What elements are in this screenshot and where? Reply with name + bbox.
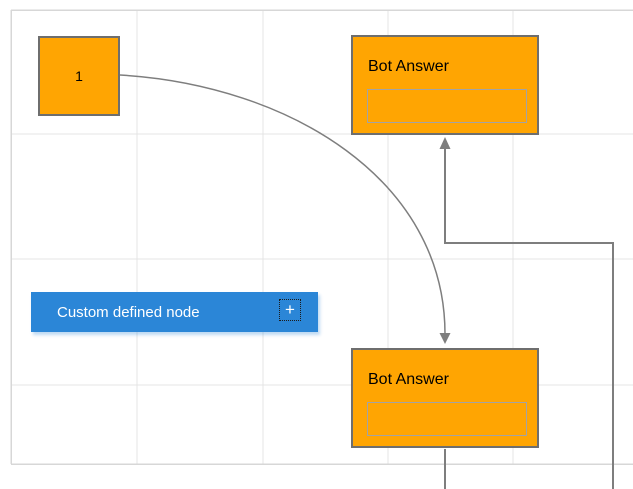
- node-start[interactable]: 1: [38, 36, 120, 116]
- node-custom-defined[interactable]: Custom defined node +: [31, 292, 318, 332]
- node-bot-answer-bottom[interactable]: Bot Answer: [351, 348, 539, 448]
- curved-connector[interactable]: [119, 74, 446, 335]
- custom-node-label: Custom defined node: [57, 303, 200, 321]
- orthogonal-connector[interactable]: [444, 148, 614, 489]
- bot-answer-bottom-text-field[interactable]: [367, 402, 527, 436]
- connectors: [119, 74, 614, 489]
- arrowhead-up-icon: [439, 137, 451, 149]
- node-bot-answer-top[interactable]: Bot Answer: [351, 35, 539, 135]
- node-start-label: 1: [75, 68, 83, 84]
- plus-icon[interactable]: +: [279, 299, 301, 321]
- bot-answer-bottom-title: Bot Answer: [368, 371, 449, 388]
- arrowhead-down-icon: [439, 333, 451, 344]
- bot-answer-top-title: Bot Answer: [368, 58, 449, 75]
- bot-answer-top-text-field[interactable]: [367, 89, 527, 123]
